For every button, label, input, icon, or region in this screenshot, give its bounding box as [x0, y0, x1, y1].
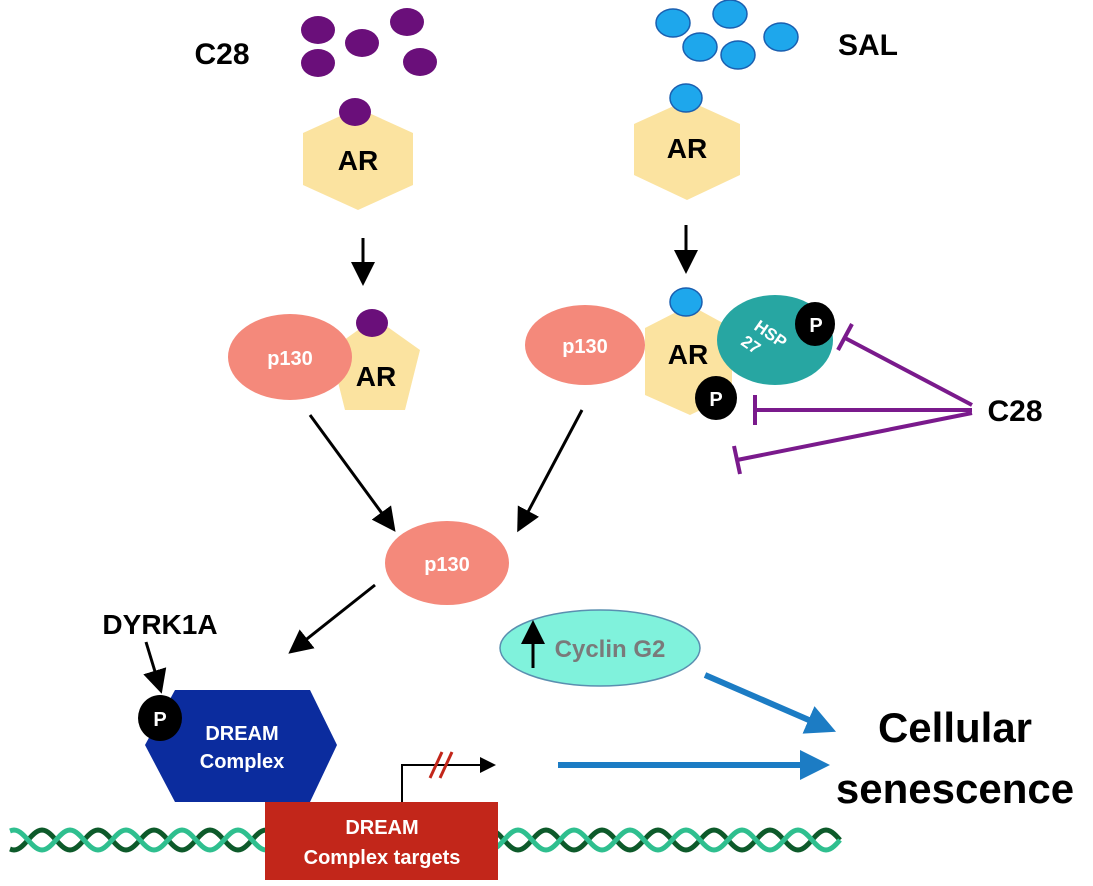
c28-ligand	[390, 8, 424, 36]
sal-bound-ligand	[669, 287, 703, 317]
c28-bound-ligand	[356, 309, 388, 337]
ar-label: AR	[338, 145, 378, 176]
arrow-to-p130	[308, 414, 396, 532]
p130-label: p130	[424, 554, 470, 576]
ar-receptor-c28	[303, 108, 413, 210]
phospho-hsp27	[795, 302, 835, 346]
c28-ligand	[403, 48, 437, 76]
p130-label: p130	[562, 336, 608, 358]
ar-pentagon	[330, 318, 420, 410]
inhibit-third-bar	[732, 445, 742, 475]
inhibit-third-line	[736, 411, 973, 462]
inhibit-hsp27-bar	[836, 323, 854, 351]
arrow-to-dream	[288, 583, 376, 654]
c28-ligand	[345, 29, 379, 57]
sal-ligand	[763, 22, 799, 52]
c28-ligands	[301, 8, 437, 77]
dream-targets-box	[265, 802, 498, 880]
c28-ligand	[301, 49, 335, 77]
c28-label: C28	[194, 38, 249, 71]
p130-left	[228, 314, 352, 400]
p130-label: p130	[267, 348, 313, 370]
phospho-label: P	[153, 709, 166, 731]
c28-ligand	[301, 16, 335, 44]
inhibit-hsp27-line	[844, 336, 973, 407]
arrow-to-p130	[517, 409, 584, 533]
phospho-ar	[695, 376, 737, 420]
c28-bound-ligand	[339, 98, 371, 126]
p130-right	[525, 305, 645, 385]
sal-label: SAL	[838, 29, 898, 62]
sal-ligand	[720, 40, 756, 70]
ar-label: AR	[668, 339, 708, 370]
dyrk1a-arrow	[143, 641, 167, 694]
cyclin-g2	[499, 609, 701, 687]
dream-complex	[145, 690, 337, 802]
dream-label: DREAM	[205, 723, 278, 745]
sal-bound-ligand	[669, 83, 703, 113]
dream-label-2: Complex	[200, 751, 284, 773]
arrow-to-senescence	[703, 672, 837, 734]
senescence-label-2: senescence	[836, 765, 1074, 812]
ar-label: AR	[667, 133, 707, 164]
ar-label: AR	[356, 361, 396, 392]
c28-inhibitor-label: C28	[987, 395, 1042, 428]
transcription-arrow	[401, 757, 496, 802]
sal-ligand	[712, 0, 748, 29]
senescence-label: Cellular	[878, 704, 1032, 751]
targets-label: DREAM	[345, 817, 418, 839]
cyclin-label: Cyclin G2	[555, 636, 666, 663]
phospho-dream	[138, 695, 182, 741]
blocked-symbol	[428, 751, 454, 779]
inhibition-lines	[732, 323, 973, 475]
sal-ligand	[682, 32, 718, 62]
ar-receptor-sal	[634, 100, 740, 200]
sal-ligands	[655, 0, 799, 70]
phospho-label: P	[809, 315, 822, 337]
phospho-label: P	[709, 389, 722, 411]
targets-label-2: Complex targets	[304, 847, 461, 869]
p130-center	[385, 521, 509, 605]
sal-ligand	[655, 8, 691, 38]
dyrk1a-label: DYRK1A	[102, 609, 217, 640]
